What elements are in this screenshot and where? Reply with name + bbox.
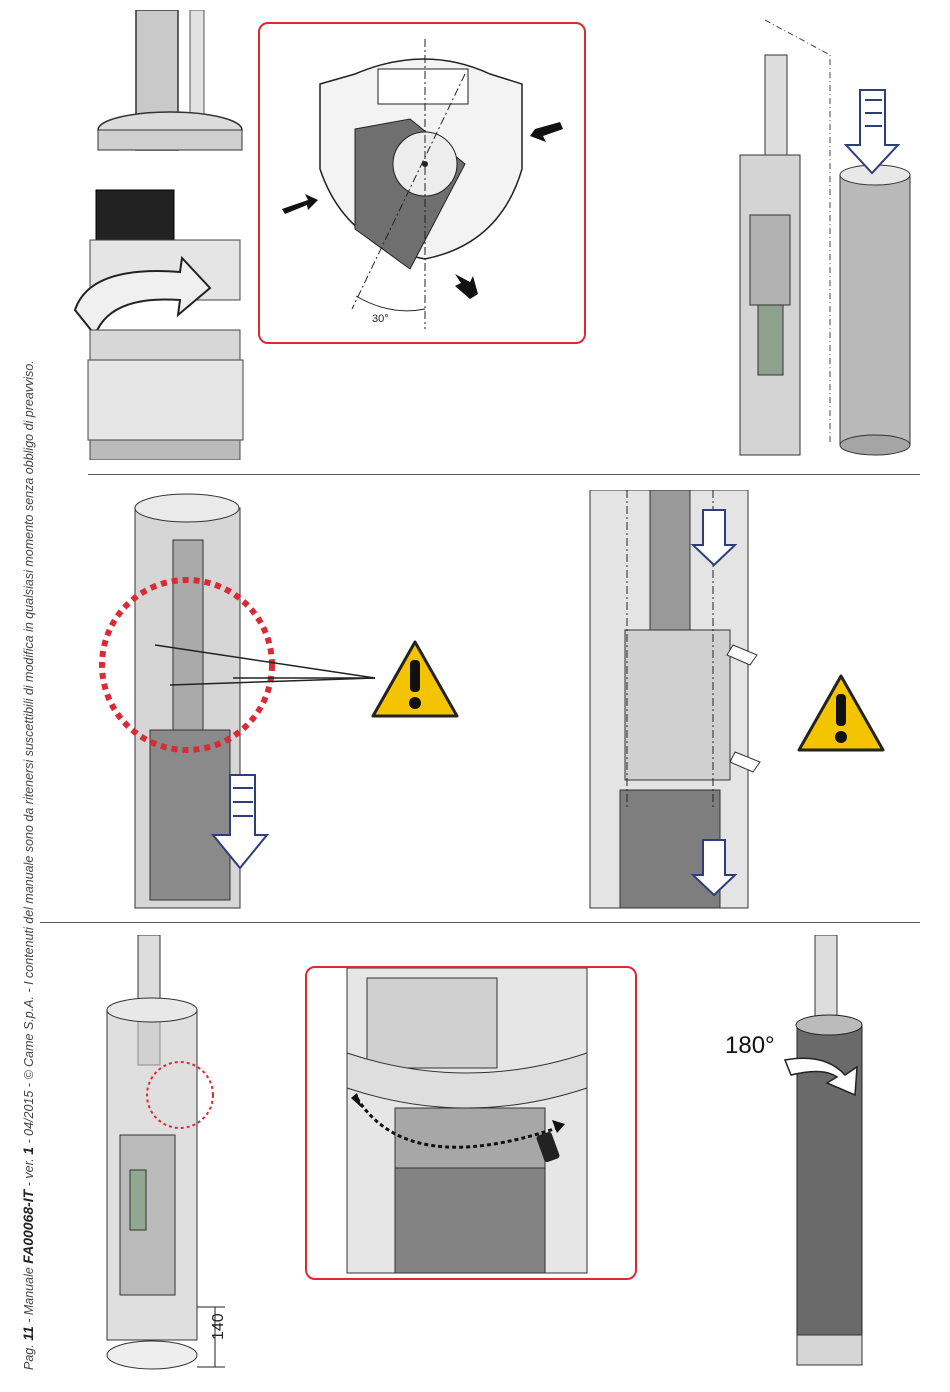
figure-tube-dimension: 140 — [90, 935, 230, 1385]
detail-angle-drawing: 30° — [260, 24, 583, 341]
page-footer: Pag. 11 - Manuale FA00068-IT - ver. 1 - … — [0, 0, 40, 1392]
detail-frame-angle: 30° — [258, 22, 586, 344]
manual-prefix: - Manuale — [22, 1267, 36, 1323]
push-arrow-icon — [455, 274, 478, 299]
dimension-label: 140 — [210, 1313, 227, 1340]
footer-text: Pag. 11 - Manuale FA00068-IT - ver. 1 - … — [20, 360, 36, 1370]
version-number: 1 — [20, 1147, 36, 1155]
manual-code: FA00068-IT — [20, 1190, 36, 1264]
figure-screws-warning — [95, 490, 465, 910]
row-divider-2 — [40, 922, 920, 923]
figure-tube-insert — [720, 15, 920, 460]
down-arrow-icon — [846, 90, 898, 173]
figure-cross-section — [585, 490, 925, 910]
rotation-label: 180° — [725, 1032, 775, 1059]
footer-disclaimer: - 04/2015 - © Came S.p.A. - I contenuti … — [22, 360, 36, 1143]
page-prefix: Pag. — [22, 1344, 36, 1370]
page-number: 11 — [20, 1326, 36, 1341]
warning-triangle-icon — [799, 676, 883, 750]
warning-triangle-icon — [373, 642, 457, 716]
push-arrow-icon — [282, 194, 318, 214]
detail-frame-rotation — [305, 966, 637, 1280]
angle-label: 30° — [372, 313, 389, 325]
figure-top-assembly — [60, 10, 245, 460]
detail-rotation-drawing — [307, 968, 634, 1277]
row-divider-1 — [88, 474, 920, 475]
figure-tube-rotate: 180° — [715, 935, 885, 1385]
version-prefix: - ver. — [22, 1158, 36, 1186]
push-arrow-icon — [530, 122, 563, 142]
